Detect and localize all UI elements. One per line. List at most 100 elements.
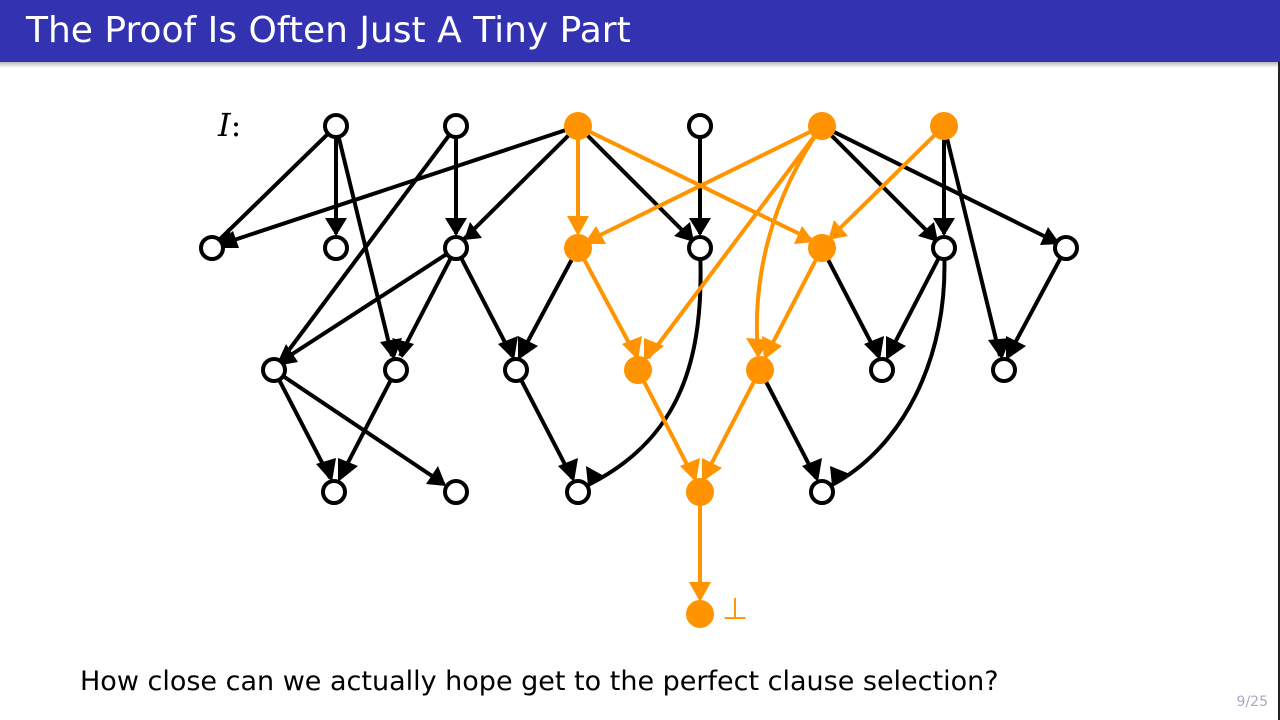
node-proof — [686, 478, 714, 506]
input-set-symbol: I — [218, 106, 231, 144]
edge — [334, 125, 394, 357]
arrowheads-black — [212, 218, 1060, 486]
arrowhead — [325, 218, 347, 236]
proof-edge — [636, 369, 696, 479]
slide-caption: How close can we actually hope get to th… — [80, 666, 999, 697]
node-open — [687, 235, 713, 261]
proof-edge — [576, 247, 638, 357]
node-open — [261, 357, 287, 383]
arrowhead — [830, 466, 850, 486]
arrowhead — [498, 336, 518, 360]
proof-arrowhead — [794, 226, 814, 244]
proof-edge — [702, 369, 762, 479]
arrowhead — [988, 338, 1010, 360]
proof-edge — [754, 124, 824, 355]
node-open — [443, 235, 469, 261]
node-open — [565, 479, 591, 505]
arrowhead — [1006, 336, 1026, 360]
node-open — [321, 479, 347, 505]
edge — [576, 124, 694, 242]
page-number[interactable]: 9/25 — [1236, 694, 1268, 710]
node-open — [809, 479, 835, 505]
arrowhead — [586, 466, 604, 486]
arrowhead — [426, 466, 446, 486]
edges-black — [216, 124, 1068, 488]
proof-edge — [646, 124, 824, 360]
arrowhead — [1040, 227, 1060, 245]
arrowhead — [864, 336, 884, 360]
edge — [221, 124, 579, 246]
proof-arrowhead — [702, 458, 722, 482]
slide-title-bar: The Proof Is Often Just A Tiny Part — [0, 0, 1280, 62]
edge — [518, 247, 580, 357]
node-bottom — [686, 600, 714, 628]
edge — [942, 125, 1002, 357]
edge — [886, 247, 946, 357]
edge — [278, 124, 458, 364]
node-open — [323, 113, 349, 139]
node-open — [687, 113, 713, 139]
arrowhead — [933, 218, 955, 236]
edge — [829, 247, 947, 488]
proof-arrowhead — [828, 220, 848, 240]
node-proof — [564, 234, 592, 262]
node-proof — [746, 356, 774, 384]
edge — [514, 369, 574, 479]
edge — [398, 247, 458, 357]
arrowhead — [392, 338, 414, 358]
edge — [454, 247, 514, 357]
edge — [216, 124, 338, 243]
arrowhead — [338, 458, 358, 482]
node-open — [443, 479, 469, 505]
proof-arrowhead — [644, 338, 664, 362]
bottom-symbol: ⊥ — [722, 592, 749, 627]
nodes — [199, 112, 1079, 628]
edge — [278, 246, 458, 364]
edge — [820, 124, 938, 242]
proof-arrowhead — [567, 216, 589, 236]
node-open — [931, 235, 957, 261]
proof-arrowhead — [622, 336, 642, 360]
slide-title: The Proof Is Often Just A Tiny Part — [26, 10, 631, 51]
node-open — [1053, 235, 1079, 261]
right-border — [1278, 62, 1280, 720]
edge — [272, 369, 332, 479]
edge — [272, 368, 446, 486]
arrowhead — [674, 222, 694, 242]
edge — [460, 124, 580, 243]
node-proof — [808, 234, 836, 262]
arrowhead — [886, 336, 906, 360]
arrowhead — [518, 336, 538, 360]
node-open — [383, 357, 409, 383]
node-proof — [930, 112, 958, 140]
proof-edge — [585, 124, 823, 244]
node-proof — [808, 112, 836, 140]
arrowheads-orange — [567, 216, 848, 602]
proof-arrowhead — [762, 336, 782, 360]
node-proof — [564, 112, 592, 140]
node-open — [503, 357, 529, 383]
input-set-label: I: — [218, 106, 241, 144]
input-set-colon: : — [230, 106, 242, 144]
proof-arrowhead — [689, 582, 711, 602]
edges-orange — [576, 124, 946, 598]
node-proof — [624, 356, 652, 384]
arrowhead — [445, 218, 467, 236]
proof-arrowhead — [584, 226, 606, 244]
title-bar-shadow — [0, 62, 1280, 68]
node-open — [199, 235, 225, 261]
edge — [758, 369, 818, 479]
edge — [1006, 247, 1068, 357]
arrowhead — [802, 458, 822, 482]
proof-edge — [828, 124, 946, 240]
node-open — [443, 113, 469, 139]
arrowhead — [316, 458, 336, 482]
edge — [821, 124, 1057, 244]
edge — [820, 247, 880, 357]
proof-arrowhead — [680, 458, 700, 482]
node-open — [991, 357, 1017, 383]
node-open — [869, 357, 895, 383]
arrowhead — [689, 218, 711, 236]
node-open — [323, 235, 349, 261]
